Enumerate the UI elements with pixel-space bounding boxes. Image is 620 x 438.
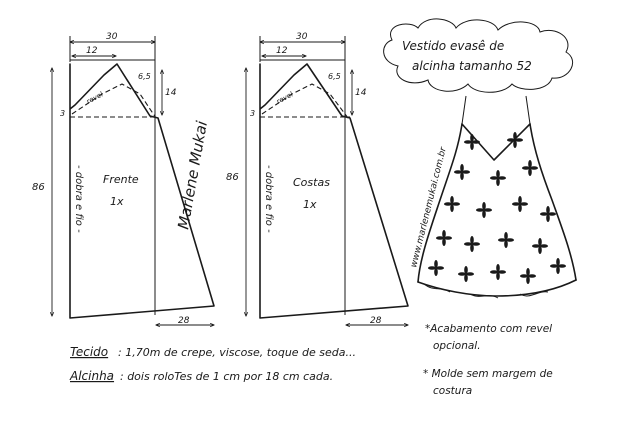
front-fold-label: - dobra e fio -: [73, 165, 84, 233]
notes-bottom-right: *Acabamento com revel opcional. * Molde …: [423, 323, 553, 397]
back-side-offset-label: 3: [250, 109, 255, 118]
designer-signature: Marlene Mukai: [174, 119, 211, 231]
front-pattern-piece: 30 12 6,5 14 3 revel 86 - dobra e fio - …: [32, 32, 215, 326]
front-shoulder-label: 6,5: [138, 72, 151, 81]
front-outline: [69, 63, 215, 319]
left-strap: [461, 95, 467, 125]
front-neck-width-label: 12: [86, 46, 98, 56]
website-url: www.marlenemukai.com.br: [409, 145, 449, 269]
seam-note-line-2: costura: [433, 385, 472, 397]
dress-illustration: [417, 95, 577, 299]
back-hem-flare-label: 28: [370, 316, 382, 326]
back-fold-label: - dobra e fio -: [263, 165, 274, 233]
finish-note-line-1: *Acabamento com revel: [425, 323, 552, 335]
title-cloud: Vestido evasê de alcinha tamanho 52: [383, 18, 573, 93]
back-length-label: 86: [226, 172, 239, 183]
front-side-offset-label: 3: [60, 109, 65, 118]
back-piece-qty: 1x: [303, 198, 317, 211]
fabric-label: Tecido: [70, 345, 108, 359]
strap-label: Alcinha: [69, 369, 114, 383]
finish-note-line-2: opcional.: [433, 340, 481, 352]
back-piece-name: Costas: [293, 176, 330, 189]
dress-hem: [417, 279, 577, 297]
back-shoulder-label: 6,5: [328, 72, 341, 81]
front-piece-qty: 1x: [110, 195, 124, 208]
strap-text: : dois roloTes de 1 cm por 18 cm cada.: [120, 370, 333, 383]
notes-bottom-left: Tecido : 1,70m de crepe, viscose, toque …: [69, 345, 356, 383]
title-line-1: Vestido evasê de: [402, 39, 504, 53]
back-top-width-label: 30: [296, 32, 308, 42]
title-line-2: alcinha tamanho 52: [412, 59, 532, 73]
front-top-width-label: 30: [106, 32, 118, 42]
back-outline: [259, 63, 409, 319]
front-hem-flare-label: 28: [178, 316, 190, 326]
front-length-label: 86: [32, 182, 45, 193]
front-armhole-label: 14: [165, 88, 177, 98]
flower-print: [428, 132, 566, 284]
front-piece-name: Frente: [103, 173, 139, 186]
front-facing-label: revel: [85, 90, 104, 105]
back-neck-width-label: 12: [276, 46, 288, 56]
back-facing-label: revel: [275, 90, 294, 105]
dress-left-side: [417, 123, 463, 283]
back-facing-line: [261, 83, 349, 119]
cloud-outline: [383, 18, 573, 93]
fabric-text: : 1,70m de crepe, viscose, toque de seda…: [118, 346, 356, 359]
seam-note-line-1: * Molde sem margem de: [423, 368, 553, 380]
front-facing-line: [71, 83, 157, 119]
back-pattern-piece: 30 12 6,5 14 3 revel 86 - dobra e fio - …: [226, 32, 409, 326]
dress-right-side: [529, 123, 577, 281]
back-armhole-label: 14: [355, 88, 367, 98]
right-strap: [525, 95, 531, 125]
dress-hem-folds: [423, 283, 549, 299]
